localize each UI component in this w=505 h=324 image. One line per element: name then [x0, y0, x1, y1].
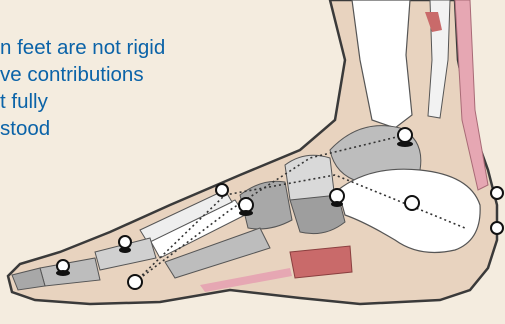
- plantar-muscle: [290, 246, 352, 278]
- text-line-4: stood: [0, 115, 165, 142]
- text-line-2: ve contributions: [0, 61, 165, 88]
- text-line-3: t fully: [0, 88, 165, 115]
- text-line-1: n feet are not rigid: [0, 34, 165, 61]
- bullet-text-block: n feet are not rigid ve contributions t …: [0, 34, 165, 142]
